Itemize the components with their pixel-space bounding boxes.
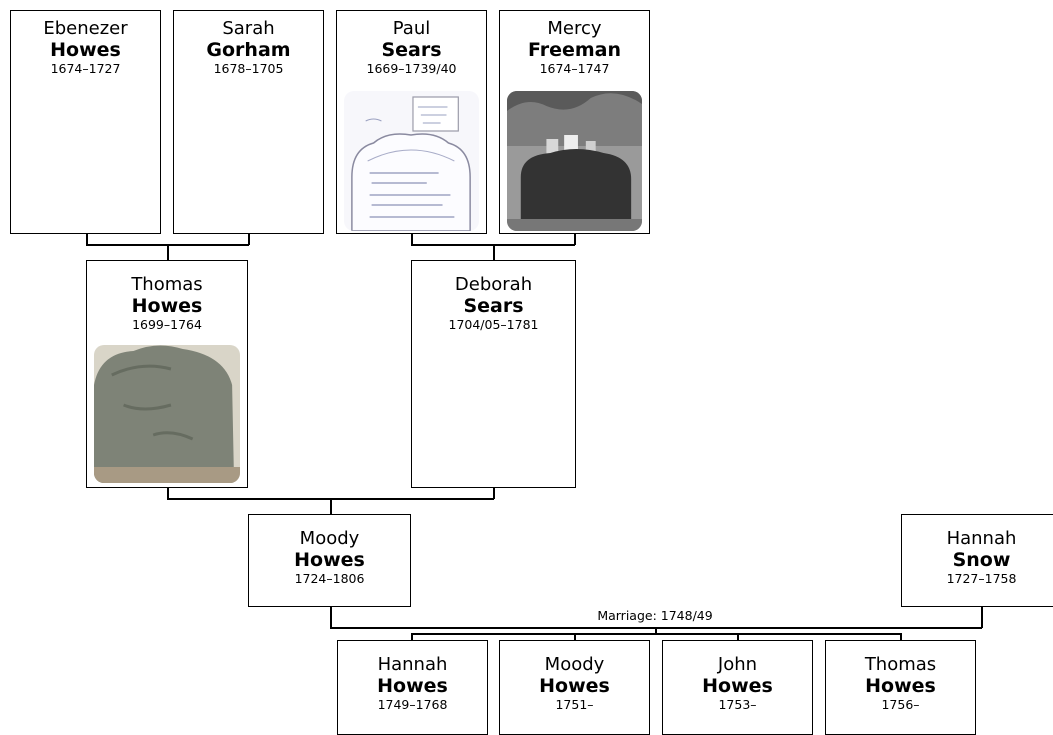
person-surname: Howes — [702, 675, 773, 697]
person-given-name: Thomas — [864, 654, 937, 675]
connector-line — [900, 633, 902, 640]
person-dates: 1727–1758 — [946, 571, 1017, 586]
connector-line — [86, 234, 88, 245]
person-dates: 1674–1747 — [539, 61, 610, 76]
person-given-name: Deborah — [454, 274, 533, 295]
connector-line — [330, 607, 332, 628]
person-dates: 1749–1768 — [377, 697, 448, 712]
gravestone-sketch-image — [344, 91, 479, 231]
person-surname: Sears — [463, 295, 524, 317]
person-given-name: Hannah — [377, 654, 448, 675]
person-given-name: Hannah — [946, 528, 1017, 549]
connector-line — [493, 488, 495, 499]
person-surname: Howes — [131, 295, 203, 317]
connector-line — [574, 234, 576, 245]
connector-line — [411, 633, 413, 640]
person-surname: Snow — [952, 549, 1011, 571]
person-surname: Howes — [50, 39, 121, 61]
connector-line — [655, 627, 657, 634]
person-box-john-howes[interactable]: John Howes 1753– — [662, 640, 813, 735]
connector-line — [248, 234, 250, 245]
gravestone-photo-image — [94, 345, 240, 483]
person-box-thomas-howes-1699[interactable]: Thomas Howes 1699–1764 — [86, 260, 248, 488]
person-box-paul-sears[interactable]: Paul Sears 1669–1739/40 — [336, 10, 487, 234]
person-dates: 1753– — [718, 697, 757, 712]
person-surname: Freeman — [527, 39, 622, 61]
person-dates: 1674–1727 — [50, 61, 121, 76]
person-surname: Howes — [294, 549, 365, 571]
person-box-moody-howes-1751[interactable]: Moody Howes 1751– — [499, 640, 650, 735]
person-box-thomas-howes-1756[interactable]: Thomas Howes 1756– — [825, 640, 976, 735]
person-dates: 1678–1705 — [213, 61, 284, 76]
person-given-name: Thomas — [131, 274, 203, 295]
person-given-name: Ebenezer — [43, 18, 128, 39]
connector-line — [167, 244, 169, 260]
person-surname: Howes — [539, 675, 610, 697]
connector-line — [330, 498, 332, 514]
connector-line — [493, 244, 495, 260]
marriage-label: Marriage: 1748/49 — [560, 608, 750, 624]
person-box-mercy-freeman[interactable]: Mercy Freeman 1674–1747 — [499, 10, 650, 234]
person-dates: 1704/05–1781 — [448, 317, 539, 332]
person-given-name: Mercy — [547, 18, 602, 39]
person-dates: 1751– — [555, 697, 594, 712]
person-given-name: Paul — [392, 18, 431, 39]
person-box-moody-howes-1724[interactable]: Moody Howes 1724–1806 — [248, 514, 411, 607]
person-surname: Sears — [381, 39, 442, 61]
connector-line — [411, 633, 901, 635]
gravestone-photo-image — [507, 91, 642, 231]
person-dates: 1669–1739/40 — [366, 61, 457, 76]
connector-line — [574, 633, 576, 640]
person-box-hannah-snow[interactable]: Hannah Snow 1727–1758 — [901, 514, 1053, 607]
connector-line — [167, 488, 169, 499]
person-surname: Gorham — [206, 39, 291, 61]
person-dates: 1756– — [881, 697, 920, 712]
connector-line — [981, 607, 983, 628]
person-surname: Howes — [865, 675, 936, 697]
person-box-sarah-gorham[interactable]: Sarah Gorham 1678–1705 — [173, 10, 324, 234]
person-dates: 1724–1806 — [294, 571, 365, 586]
person-box-ebenezer-howes[interactable]: Ebenezer Howes 1674–1727 — [10, 10, 161, 234]
person-box-hannah-howes[interactable]: Hannah Howes 1749–1768 — [337, 640, 488, 735]
person-dates: 1699–1764 — [132, 317, 202, 332]
connector-line — [737, 633, 739, 640]
person-given-name: John — [717, 654, 758, 675]
connector-line — [411, 234, 413, 245]
person-surname: Howes — [377, 675, 448, 697]
person-given-name: Sarah — [222, 18, 275, 39]
person-given-name: Moody — [544, 654, 605, 675]
person-given-name: Moody — [299, 528, 360, 549]
person-box-deborah-sears[interactable]: Deborah Sears 1704/05–1781 — [411, 260, 576, 488]
